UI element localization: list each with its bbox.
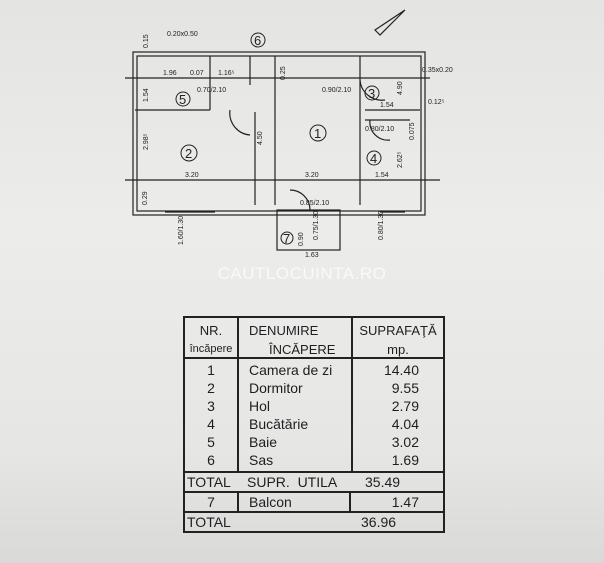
svg-text:1.60/1.30: 1.60/1.30 [178, 216, 185, 245]
svg-text:0.15: 0.15 [143, 34, 150, 48]
svg-text:0.70/2.10: 0.70/2.10 [197, 87, 226, 94]
svg-text:0.75/1.30: 0.75/1.30 [313, 211, 320, 240]
room-4-number: 4 [370, 151, 377, 166]
row-nr: 5 [207, 434, 215, 450]
row-name: Bucătărie [249, 416, 309, 432]
row-name: Baie [249, 434, 278, 450]
row-name: Hol [249, 398, 271, 414]
floor-plan: 1 2 3 4 5 6 7 4.50 3.20 2.98⁵ 3.20 1.54 … [125, 9, 453, 259]
balcony-row: 7 Balcon 1.47 [185, 493, 443, 513]
svg-text:4.50: 4.50 [257, 131, 264, 145]
room-2-number: 2 [185, 146, 192, 161]
svg-text:1.96: 1.96 [163, 70, 177, 77]
row-name: Camera de zi [249, 362, 333, 378]
svg-text:0.90: 0.90 [298, 232, 305, 246]
header-area: SUPRAFAŢĂ [359, 323, 437, 338]
balcony-name: Balcon [239, 493, 351, 511]
svg-text:4.90: 4.90 [397, 81, 404, 95]
svg-text:1.54: 1.54 [143, 88, 150, 102]
room-numbers: 1 2 3 4 5 6 7 [175, 32, 382, 246]
svg-text:0.85/2.10: 0.85/2.10 [300, 200, 329, 207]
header-name: DENUMIRE [249, 323, 319, 338]
svg-text:3.20: 3.20 [185, 172, 199, 179]
svg-text:0.25: 0.25 [280, 66, 287, 80]
watermark: CAUTLOCUINTA.RO [217, 264, 387, 283]
row-area: 3.02 [391, 434, 419, 450]
svg-text:0.07: 0.07 [190, 70, 204, 77]
svg-text:2.98⁵: 2.98⁵ [143, 133, 150, 150]
svg-text:1.54: 1.54 [375, 172, 389, 179]
row-area: 1.69 [391, 452, 419, 468]
svg-text:0.12⁵: 0.12⁵ [428, 99, 445, 106]
table-rows: 1 2 3 4 5 6 Camera de zi Dormitor Hol Bu… [185, 359, 443, 473]
balcony-nr: 7 [185, 493, 239, 511]
area-table: NR. încăpere DENUMIRE ÎNCĂPERE SUPRAFAŢĂ mp… [183, 316, 445, 533]
table-header: NR. încăpere DENUMIRE ÎNCĂPERE SUPRAFAŢĂ mp… [185, 318, 443, 359]
svg-text:2.62⁵: 2.62⁵ [397, 151, 404, 168]
row-nr: 2 [207, 380, 215, 396]
room-1-number: 1 [314, 126, 321, 141]
row-nr: 4 [207, 416, 215, 432]
grand-total-value: 36.96 [361, 514, 397, 530]
row-area: 9.55 [391, 380, 419, 396]
room-6-number: 6 [254, 33, 261, 48]
grand-total-label: TOTAL [187, 514, 231, 530]
svg-text:0.20x0.50: 0.20x0.50 [167, 31, 198, 38]
total-useful-row: TOTAL SUPR. UTILA 35.49 [185, 473, 443, 493]
svg-text:0.075: 0.075 [409, 122, 416, 140]
svg-text:1.63: 1.63 [305, 252, 319, 259]
grand-total-row: TOTAL 36.96 [185, 513, 443, 531]
svg-text:1.16⁵: 1.16⁵ [218, 70, 235, 77]
row-name: Sas [249, 452, 274, 468]
header-nr-sub: încăpere [189, 343, 233, 355]
svg-text:0.80/2.10: 0.80/2.10 [365, 126, 394, 133]
row-name: Dormitor [249, 380, 303, 396]
row-area: 4.04 [391, 416, 419, 432]
balcony-area: 1.47 [391, 494, 419, 510]
room-5-number: 5 [179, 92, 186, 107]
room-7-number: 7 [283, 231, 290, 246]
svg-text:0.90/2.10: 0.90/2.10 [322, 87, 351, 94]
row-nr: 3 [207, 398, 215, 414]
row-nr: 1 [207, 362, 215, 378]
header-name-sub: ÎNCĂPERE [269, 342, 336, 357]
header-nr: NR. [199, 323, 223, 338]
room-3-number: 3 [368, 86, 375, 101]
total-useful-desc: SUPR. UTILA [247, 474, 338, 490]
header-area-sub: mp. [387, 342, 409, 357]
svg-text:3.20: 3.20 [305, 172, 319, 179]
dimension-labels: 4.50 3.20 2.98⁵ 3.20 1.54 4.90 1.54 2.62… [142, 31, 453, 259]
svg-text:1.54: 1.54 [380, 102, 394, 109]
total-useful-label: TOTAL [187, 474, 231, 490]
svg-text:0.29: 0.29 [142, 191, 149, 205]
svg-text:0.80/1.30: 0.80/1.30 [378, 211, 385, 240]
total-useful-value: 35.49 [365, 474, 401, 490]
svg-text:0.35x0.20: 0.35x0.20 [422, 67, 453, 74]
row-area: 2.79 [391, 398, 419, 414]
row-area: 14.40 [383, 362, 419, 378]
row-nr: 6 [207, 452, 215, 468]
